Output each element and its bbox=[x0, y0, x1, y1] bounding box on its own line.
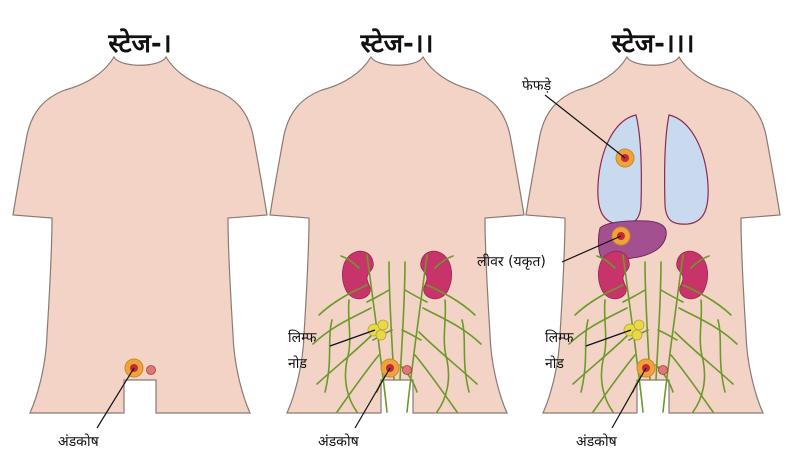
testis-label: अंडकोष bbox=[576, 433, 618, 450]
lymph-label-line1: लिम्फ bbox=[545, 329, 574, 346]
testis-healthy bbox=[146, 365, 156, 375]
lymph-pointer bbox=[329, 329, 376, 347]
testis-label: अंडकोष bbox=[58, 433, 100, 450]
lymph-label-line1: लिम्फ bbox=[288, 329, 317, 346]
lungs-label: फेफड़े bbox=[522, 77, 552, 94]
testis-healthy bbox=[402, 365, 412, 375]
testis-pointer bbox=[354, 367, 391, 429]
torso-silhouette bbox=[269, 56, 525, 414]
lungs-pointer bbox=[544, 94, 626, 159]
stage-2-title: स्टेज-।। bbox=[359, 28, 433, 59]
lymph-node-cluster bbox=[367, 319, 389, 341]
stage-2-figure: स्टेज-।। लिम्फ नोड अंडकोष bbox=[269, 28, 525, 450]
lymph-pointer bbox=[585, 329, 632, 347]
stage-3-figure: स्टेज-।।। फेफड़े लीव bbox=[477, 28, 781, 450]
torso-silhouette bbox=[12, 56, 268, 414]
testis-pointer bbox=[96, 367, 135, 429]
lungs bbox=[597, 114, 709, 225]
stage-1-title: स्टेज-। bbox=[107, 28, 171, 59]
liver-pointer bbox=[561, 235, 622, 263]
stage-3-title: स्टेज-।।। bbox=[611, 28, 695, 59]
right-lung bbox=[664, 114, 709, 225]
lymph-label-line2: नोड bbox=[288, 355, 307, 372]
testis-label: अंडकोष bbox=[318, 433, 360, 450]
stage-1-figure: स्टेज-। अंडकोष bbox=[12, 28, 268, 450]
liver-label: लीवर (यकृत) bbox=[477, 253, 546, 270]
lymph-label-line2: नोड bbox=[545, 355, 564, 372]
testis-healthy bbox=[658, 365, 668, 375]
testis-pointer bbox=[611, 367, 647, 429]
